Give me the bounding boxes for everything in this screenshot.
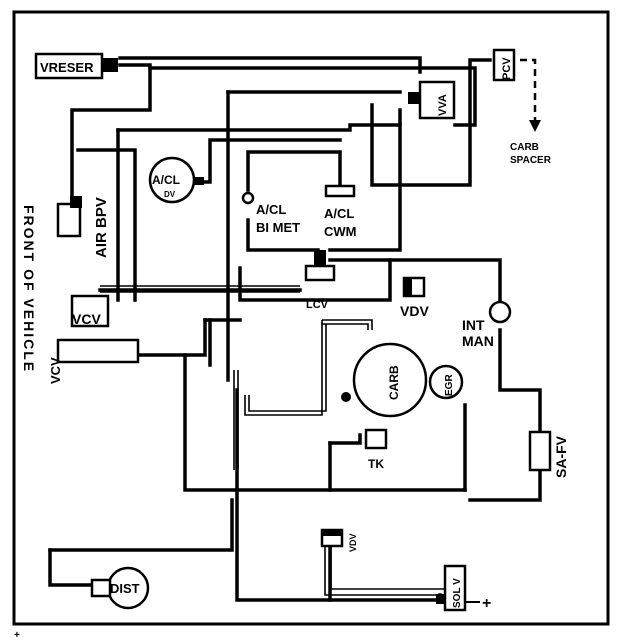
acl-cwm-label-2: CWM (324, 224, 357, 239)
air-bpv-nipple (70, 196, 82, 208)
lcv-label: LCV (306, 299, 329, 311)
plus-label: + (482, 595, 491, 612)
thin-hoses (100, 285, 445, 596)
sa-fv-label: SA-FV (553, 435, 569, 478)
pcv-box (492, 48, 516, 82)
vreser-nipple (102, 58, 118, 72)
pcv-dashed-line (520, 58, 537, 122)
vva-label: VVA (437, 94, 449, 116)
corner-mark: + (14, 630, 20, 641)
int-man-label: INT (462, 317, 485, 333)
tk-label: TK (368, 457, 384, 471)
lcv-body (304, 264, 336, 282)
acl-dv-nipple (194, 177, 204, 185)
acl-bimet-label-2: BI MET (256, 220, 300, 235)
egr-label: EGR (444, 374, 455, 396)
vdv-lower-shade (322, 530, 342, 536)
dist-label: DIST (110, 581, 140, 596)
front-of-vehicle-label: FRONT OF VEHICLE (21, 205, 37, 373)
vcv-upper-box (70, 294, 110, 328)
vacuum-hoses (48, 56, 542, 602)
vcv-upper-label: VCV (72, 311, 101, 327)
dist-nipple (90, 578, 112, 598)
carb-port (341, 392, 351, 402)
lcv-stem (314, 250, 326, 266)
vva-box (418, 80, 456, 120)
carb-circle (352, 342, 428, 418)
vcv-lower-box (56, 338, 140, 364)
vdv-lower-label: VDV (348, 533, 358, 552)
int-man-port (488, 300, 512, 324)
carb-spacer-label: CARB (510, 142, 539, 153)
air-bpv-label: AIR BPV (93, 197, 110, 258)
sol-v-label: SOL V (452, 578, 463, 608)
egr-circle (428, 364, 464, 400)
vva-nipple (408, 92, 420, 104)
pcv-arrow (529, 120, 541, 132)
vcv-lower-label: VCV (48, 357, 63, 384)
acl-dv-label: A/CL (152, 173, 180, 187)
tk-box (364, 428, 388, 450)
pcv-label: PCV (501, 57, 513, 80)
sa-fv-box (528, 430, 552, 472)
sol-v-box (443, 564, 467, 612)
acl-cwm-label: A/CL (324, 206, 354, 221)
vreser-box (34, 52, 104, 80)
acl-bimet-label: A/CL (256, 202, 286, 217)
vdv-upper-shade (404, 278, 412, 296)
int-man-label-2: MAN (462, 333, 494, 349)
diagram-frame (12, 10, 610, 626)
carb-spacer-label-2: SPACER (510, 155, 552, 166)
acl-cwm-box (324, 184, 356, 198)
vdv-upper-label: VDV (400, 303, 429, 319)
air-bpv-body (56, 202, 82, 238)
sol-v-nipple (436, 594, 446, 604)
acl-dv-label-2: DV (164, 190, 176, 199)
acl-bimet-dot (241, 191, 255, 205)
vreser-label: VRESER (40, 60, 94, 75)
carb-label: CARB (387, 365, 401, 400)
